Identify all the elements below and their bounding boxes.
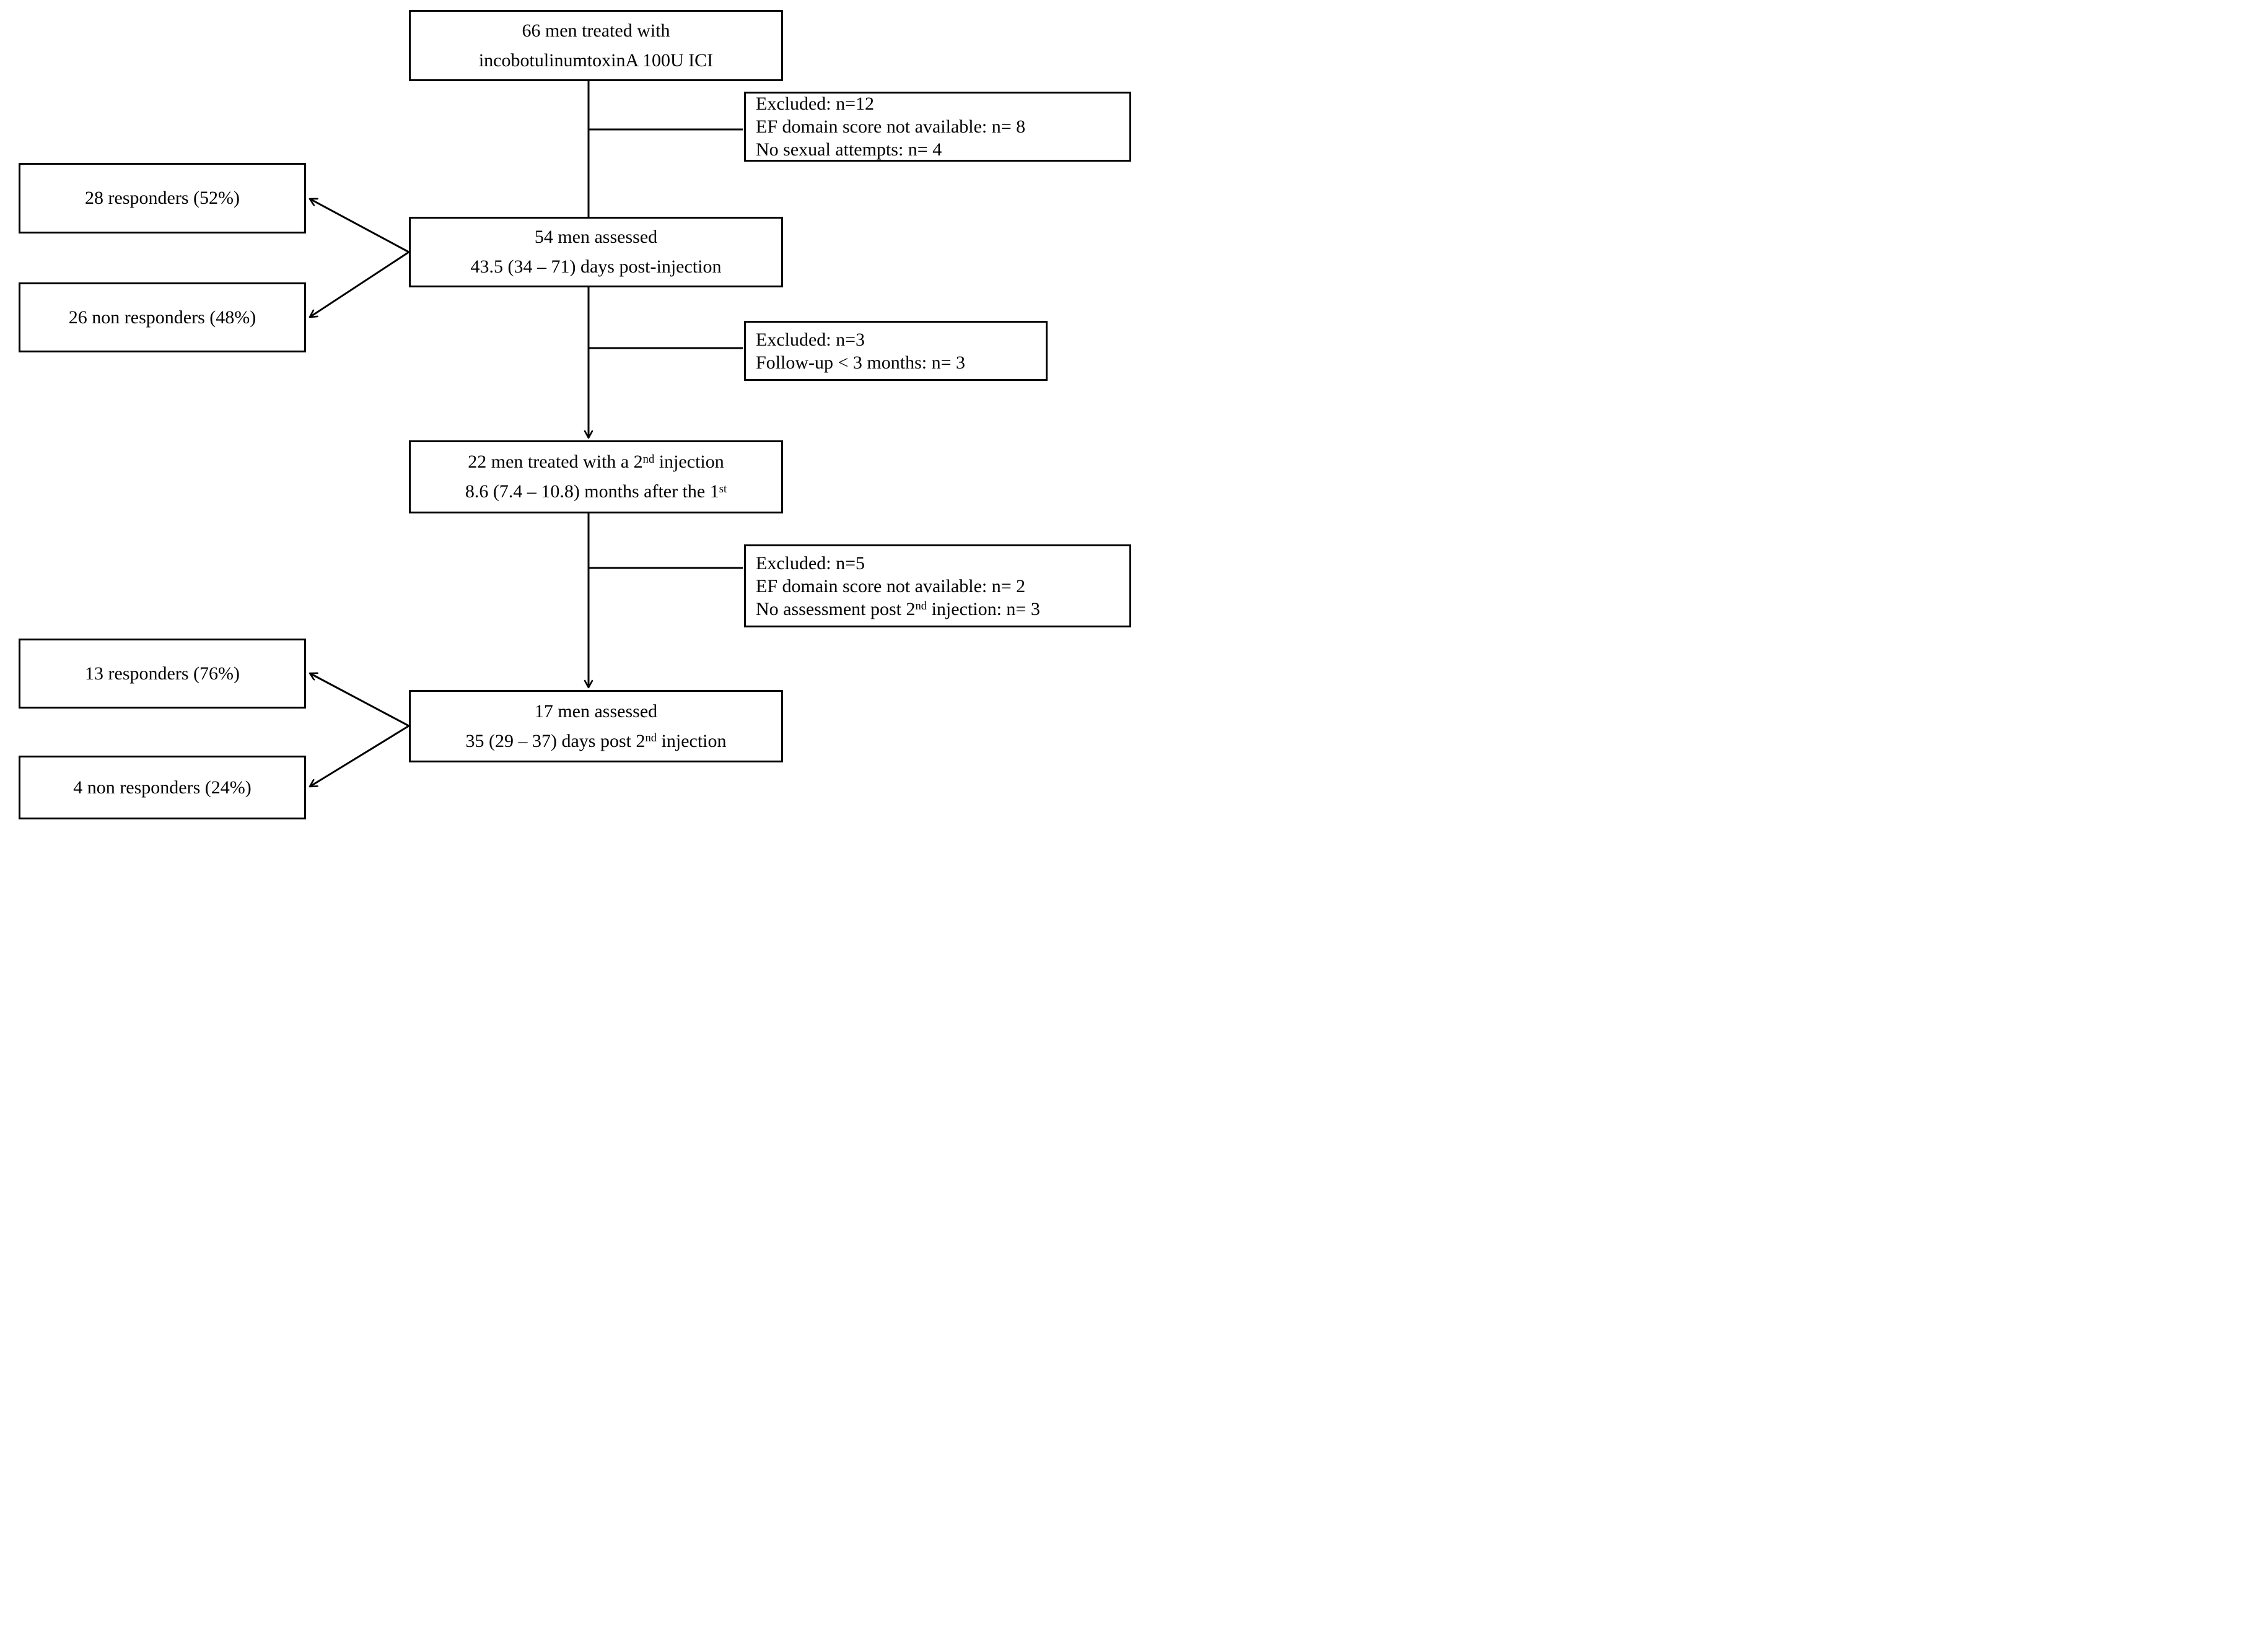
assessed2-line2-pre: 35 (29 – 37) days post 2 bbox=[465, 730, 646, 751]
excluded1-line1: Excluded: n=12 bbox=[756, 94, 875, 114]
excluded2-line2: Follow-up < 3 months: n= 3 bbox=[756, 352, 966, 373]
box-excluded-before-second-injection: Excluded: n=3 Follow-up < 3 months: n= 3 bbox=[744, 321, 1048, 381]
box-assessed-first-injection: 54 men assessed 43.5 (34 – 71) days post… bbox=[409, 217, 783, 287]
box-assessed-second-injection: 17 men assessed 35 (29 – 37) days post 2… bbox=[409, 690, 783, 762]
excluded3-line3: No assessment post 2nd injection: n= 3 bbox=[756, 598, 1040, 621]
connector-assessed2-to-nonresponders2 bbox=[310, 725, 409, 787]
excluded3-line2: EF domain score not available: n= 2 bbox=[756, 575, 1026, 596]
box-responders-second-assessment: 13 responders (76%) bbox=[19, 639, 306, 709]
patient-flow-diagram: 66 men treated with incobotulinumtoxinA … bbox=[0, 0, 1134, 822]
responders2-label: 13 responders (76%) bbox=[85, 663, 240, 684]
excluded1-line3: No sexual attempts: n= 4 bbox=[756, 139, 942, 160]
treated2-line2-pre: 8.6 (7.4 – 10.8) months after the 1 bbox=[465, 481, 719, 502]
box-responders-first-assessment: 28 responders (52%) bbox=[19, 163, 306, 233]
connector-assessed2-to-responders2 bbox=[310, 673, 409, 727]
treated2-line1: 22 men treated with a 2nd injection bbox=[468, 447, 724, 477]
box-nonresponders-second-assessment: 4 non responders (24%) bbox=[19, 756, 306, 819]
treated2-line2-sup: st bbox=[719, 482, 727, 495]
box-excluded-after-second-injection: Excluded: n=5 EF domain score not availa… bbox=[744, 544, 1131, 627]
excluded2-line1: Excluded: n=3 bbox=[756, 329, 865, 350]
assessed2-line2: 35 (29 – 37) days post 2nd injection bbox=[465, 727, 726, 756]
nonresponders2-label: 4 non responders (24%) bbox=[73, 777, 252, 798]
treated2-line1-post: injection bbox=[654, 452, 724, 472]
assessed1-line1: 54 men assessed bbox=[534, 227, 658, 247]
excluded3-line3-sup: nd bbox=[915, 600, 927, 613]
box-nonresponders-first-assessment: 26 non responders (48%) bbox=[19, 282, 306, 352]
excluded1-line2: EF domain score not available: n= 8 bbox=[756, 116, 1026, 137]
connector-layer bbox=[0, 81, 743, 822]
excluded3-line1: Excluded: n=5 bbox=[756, 552, 865, 574]
box-treated-first-injection: 66 men treated with incobotulinumtoxinA … bbox=[409, 10, 783, 81]
connector-assessed1-to-nonresponders1 bbox=[310, 251, 409, 317]
excluded3-line3-post: injection: n= 3 bbox=[927, 598, 1040, 619]
treated2-line1-pre: 22 men treated with a 2 bbox=[468, 452, 643, 472]
box-excluded-after-first-injection: Excluded: n=12 EF domain score not avail… bbox=[744, 92, 1131, 162]
treated1-line1: 66 men treated with bbox=[522, 20, 670, 41]
assessed2-line1: 17 men assessed bbox=[534, 700, 658, 722]
treated2-line1-sup: nd bbox=[642, 452, 655, 466]
nonresponders1-label: 26 non responders (48%) bbox=[68, 307, 256, 328]
box-treated-second-injection: 22 men treated with a 2nd injection 8.6 … bbox=[409, 440, 783, 513]
assessed2-line2-post: injection bbox=[657, 730, 727, 751]
connector-assessed1-to-responders1 bbox=[310, 199, 409, 253]
responders1-label: 28 responders (52%) bbox=[85, 188, 240, 208]
treated2-line2: 8.6 (7.4 – 10.8) months after the 1st bbox=[465, 477, 727, 507]
treated1-line2: incobotulinumtoxinA 100U ICI bbox=[478, 50, 714, 71]
excluded3-line3-pre: No assessment post 2 bbox=[756, 598, 916, 619]
assessed1-line2: 43.5 (34 – 71) days post-injection bbox=[470, 256, 722, 277]
assessed2-line2-sup: nd bbox=[645, 731, 657, 745]
